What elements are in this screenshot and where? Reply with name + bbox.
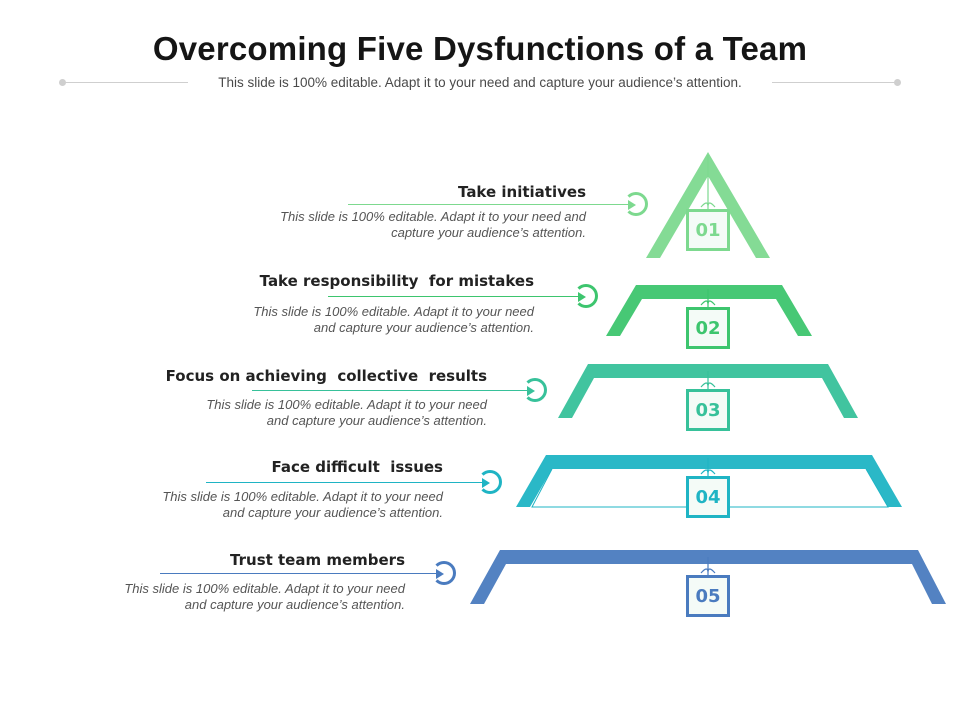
step-3-pointer-line: [252, 390, 527, 391]
step-3-heading: Focus on achieving collective results: [165, 367, 487, 385]
ring-icon: [523, 378, 547, 402]
pyramid-tier-2: [606, 285, 812, 336]
step-4-pointer-line: [206, 482, 482, 483]
subtitle-rule-dot-right: [894, 79, 901, 86]
step-5-description-line-1: This slide is 100% editable. Adapt it to…: [124, 581, 405, 596]
ring-icon: [624, 192, 648, 216]
subtitle-rule-left: [64, 82, 188, 83]
step-2-description: This slide is 100% editable. Adapt it to…: [94, 304, 534, 336]
page-subtitle: This slide is 100% editable. Adapt it to…: [218, 75, 742, 90]
knot-icon: [700, 371, 716, 391]
step-3-description: This slide is 100% editable. Adapt it to…: [47, 397, 487, 429]
ring-icon: [574, 284, 598, 308]
knot-icon: [700, 155, 716, 211]
subtitle-rule-dot-left: [59, 79, 66, 86]
step-1-description-line-1: This slide is 100% editable. Adapt it to…: [280, 209, 586, 224]
step-1-number-badge: 01: [686, 209, 730, 251]
step-1-pointer-line: [348, 204, 628, 205]
step-4-description-line-2: and capture your audience’s attention.: [222, 505, 443, 520]
step-1-heading: Take initiatives: [458, 183, 586, 201]
knot-icon: [700, 289, 716, 309]
step-3-number-badge: 03: [686, 389, 730, 431]
step-2-heading: Take responsibility for mistakes: [259, 272, 534, 290]
step-5-description: This slide is 100% editable. Adapt it to…: [0, 581, 405, 613]
ring-icon: [478, 470, 502, 494]
step-2-description-line-1: This slide is 100% editable. Adapt it to…: [253, 304, 534, 319]
ring-icon: [432, 561, 456, 585]
step-2-pointer-line: [328, 296, 578, 297]
step-4-description-line-1: This slide is 100% editable. Adapt it to…: [162, 489, 443, 504]
step-5-heading: Trust team members: [230, 551, 405, 569]
step-2-description-line-2: and capture your audience’s attention.: [313, 320, 534, 335]
pyramid-tier-5: [470, 550, 946, 604]
pyramid-tier-4: [516, 455, 902, 507]
pyramid-tier-3: [558, 364, 858, 418]
step-5-description-line-2: and capture your audience’s attention.: [184, 597, 405, 612]
step-2-number-badge: 02: [686, 307, 730, 349]
step-5-pointer-line: [160, 573, 436, 574]
knot-icon: [700, 458, 716, 478]
page-title: Overcoming Five Dysfunctions of a Team: [152, 30, 808, 67]
step-4-heading: Face difficult issues: [271, 458, 444, 476]
subtitle-rule-right: [772, 82, 896, 83]
step-1-description: This slide is 100% editable. Adapt it to…: [146, 209, 586, 241]
step-1-description-line-2: capture your audience’s attention.: [391, 225, 586, 240]
knot-icon: [700, 557, 716, 577]
step-3-description-line-1: This slide is 100% editable. Adapt it to…: [206, 397, 487, 412]
step-5-number-badge: 05: [686, 575, 730, 617]
step-4-description: This slide is 100% editable. Adapt it to…: [3, 489, 443, 521]
step-4-number-badge: 04: [686, 476, 730, 518]
step-3-description-line-2: and capture your audience’s attention.: [266, 413, 487, 428]
